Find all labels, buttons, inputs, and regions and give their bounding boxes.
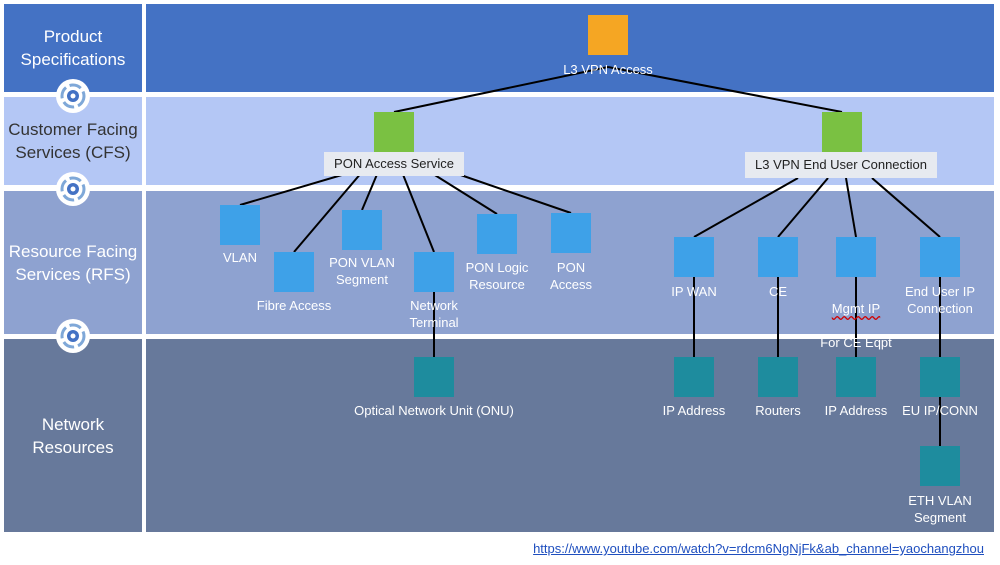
rfs-label-ip-wan: IP WAN	[671, 284, 717, 299]
edge-product-cfs1	[393, 66, 609, 113]
rfs-node-fibre-access[interactable]	[274, 252, 314, 292]
rfs-node-pon-vlan-segment[interactable]	[342, 210, 382, 250]
rfs-label-mgmt-ip-line1: Mgmt IP	[831, 301, 881, 316]
resource-label-eu-ip-conn: EU IP/CONN	[902, 403, 978, 418]
product-label: L3 VPN Access	[563, 62, 653, 77]
edge-cfs1-vlan	[239, 171, 353, 206]
rfs-node-ce[interactable]	[758, 237, 798, 277]
band-product-area	[146, 4, 994, 92]
edge-cfs1-ponvlan	[361, 171, 379, 211]
rfs-label-ce: CE	[768, 284, 788, 299]
band-rfs-label: Resource Facing Services (RFS)	[4, 191, 142, 334]
resource-node-ip-address-1[interactable]	[674, 357, 714, 397]
product-node-l3-vpn-access[interactable]	[588, 15, 628, 55]
rfs-label-mgmt-ip: Mgmt IP For CE Eqpt	[811, 283, 901, 351]
edge-cfs1-fibre	[293, 171, 363, 253]
rfs-label-fibre-access: Fibre Access	[256, 298, 332, 313]
rfs-label-end-user-ip-connection: End User IP Connection	[904, 284, 976, 316]
rfs-label-pon-access: PON Access	[550, 260, 592, 292]
resource-node-eu-ip-conn[interactable]	[920, 357, 960, 397]
cfs-node-l3-vpn-end-user-connection[interactable]	[822, 112, 862, 152]
resource-node-routers[interactable]	[758, 357, 798, 397]
edge-product-cfs2	[607, 66, 843, 113]
rfs-label-pon-vlan-segment: PON VLAN Segment	[329, 255, 395, 287]
rfs-node-pon-logic-resource[interactable]	[477, 214, 517, 254]
rfs-node-ip-wan[interactable]	[674, 237, 714, 277]
cfs-node-pon-access-service[interactable]	[374, 112, 414, 152]
rfs-label-pon-logic-resource: PON Logic Resource	[465, 260, 529, 292]
rfs-label-network-terminal: Network Terminal	[409, 298, 459, 330]
band-network-label: Network Resources	[4, 339, 142, 532]
rfs-node-mgmt-ip[interactable]	[836, 237, 876, 277]
resource-label-eth-vlan-segment: ETH VLAN Segment	[908, 493, 972, 525]
edge-cfs1-terminal	[401, 171, 435, 253]
edge-cfs2-ipwan	[693, 177, 799, 238]
resource-label-onu: Optical Network Unit (ONU)	[354, 403, 514, 418]
band-product-label: Product Specifications	[4, 4, 142, 92]
rfs-label-vlan: VLAN	[223, 250, 257, 265]
resource-node-eth-vlan-segment[interactable]	[920, 446, 960, 486]
resource-label-routers: Routers	[755, 403, 801, 418]
rfs-node-pon-access[interactable]	[551, 213, 591, 253]
band-cfs-label: Customer Facing Services (CFS)	[4, 97, 142, 185]
edge-cfs2-ce	[777, 177, 829, 238]
rfs-node-network-terminal[interactable]	[414, 252, 454, 292]
rfs-node-end-user-ip-connection[interactable]	[920, 237, 960, 277]
resource-label-ip-address-1: IP Address	[662, 403, 726, 418]
gear-icon	[56, 319, 90, 353]
resource-node-ip-address-2[interactable]	[836, 357, 876, 397]
rfs-node-vlan[interactable]	[220, 205, 260, 245]
resource-label-ip-address-2: IP Address	[824, 403, 888, 418]
rfs-label-mgmt-ip-line2: For CE Eqpt	[820, 335, 892, 350]
cfs-label-pon-access-service: PON Access Service	[324, 152, 464, 176]
cfs-label-l3-vpn-end-user-connection: L3 VPN End User Connection	[745, 152, 937, 178]
gear-icon	[56, 79, 90, 113]
edge-cfs2-mgmt	[845, 177, 857, 238]
gear-icon	[56, 172, 90, 206]
edge-cfs1-ponlogic	[429, 171, 498, 215]
source-link[interactable]: https://www.youtube.com/watch?v=rdcm6NgN…	[533, 541, 984, 556]
edge-cfs2-euip	[871, 177, 941, 238]
edge-cfs1-ponaccess	[451, 171, 572, 214]
resource-node-onu[interactable]	[414, 357, 454, 397]
